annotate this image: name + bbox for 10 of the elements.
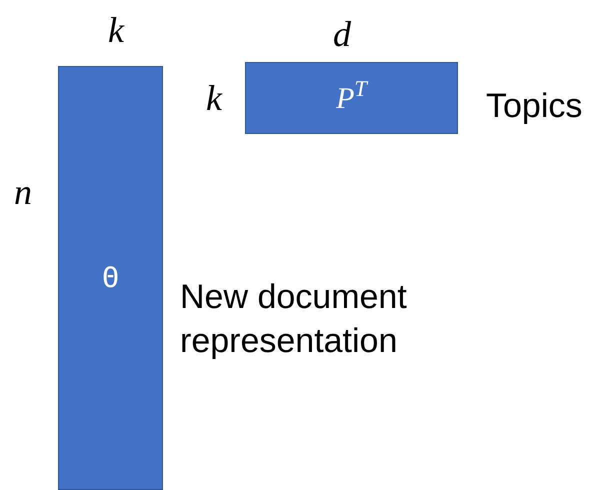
- matrix-caption: Topics: [486, 86, 584, 127]
- dimension-label: n: [14, 172, 32, 212]
- dimension-label: k: [206, 78, 222, 118]
- matrix-caption: New document representation: [180, 277, 408, 362]
- dimension-label: k: [108, 10, 124, 50]
- matrix-symbol: Θ: [102, 260, 119, 296]
- matrix-symbol: P$^{T}$: [336, 76, 367, 116]
- matrix-block: [58, 66, 163, 490]
- matrix-block: [245, 62, 458, 134]
- dimension-label: d: [333, 14, 351, 54]
